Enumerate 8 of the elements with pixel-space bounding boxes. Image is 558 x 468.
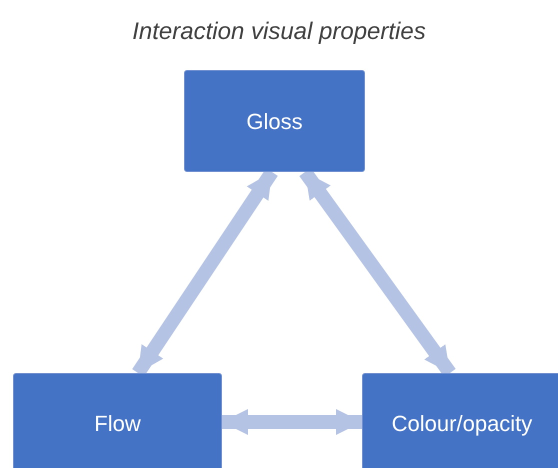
box-label: Colour/opacity — [392, 410, 532, 438]
box-label: Gloss — [246, 108, 303, 136]
process-box — [362, 373, 558, 468]
double-arrow — [222, 409, 362, 435]
process-box — [184, 70, 365, 172]
box-label: Flow — [94, 410, 141, 438]
diagram-title: Interaction visual properties — [131, 17, 427, 47]
process-box — [13, 373, 222, 468]
